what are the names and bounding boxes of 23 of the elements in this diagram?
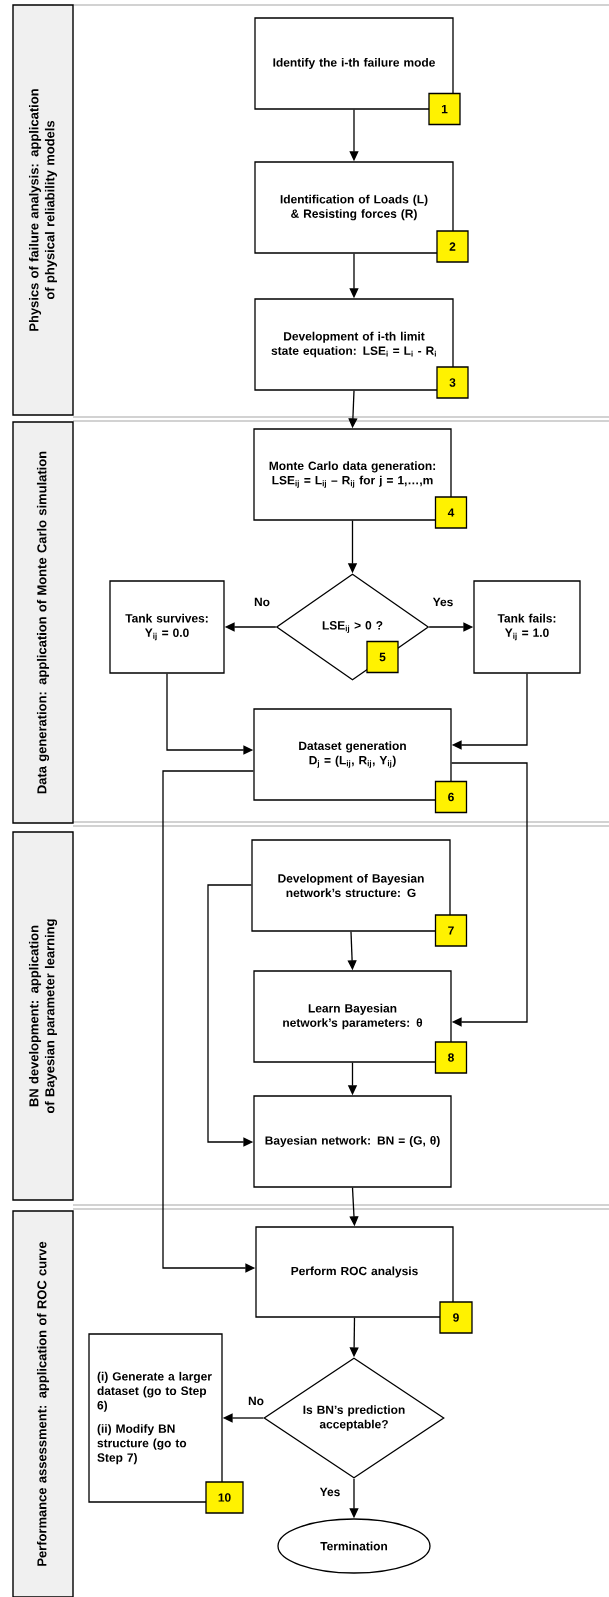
step-number-badge: 3 [436, 366, 469, 399]
process-box: Bayesian network: BN = (G, θ) [253, 1095, 452, 1188]
arrow [451, 762, 528, 1027]
step-number-badge: 8 [434, 1041, 468, 1074]
lane-heading: Performance assessment: application of ROC curve [12, 1210, 74, 1597]
lane-heading: BN development: application of Bayesian parameter learning [12, 831, 74, 1201]
step-number-badge: 10 [205, 1481, 244, 1514]
edge-label: No [247, 1395, 265, 1407]
step-number-badge: 6 [434, 780, 468, 814]
process-box: Perform ROC analysis [255, 1226, 454, 1318]
process-box: Tank fails: Y$_{ij}$ = 1.0 [473, 580, 581, 674]
step-number-badge: 9 [439, 1301, 473, 1334]
process-box: Tank survives: Y$_{ij}$ = 0.0 [109, 580, 225, 674]
step-number-badge: 7 [434, 914, 468, 947]
lane-heading: Physics of failure analysis: application of physical reliability models [12, 4, 74, 416]
step-number-badge: 1 [428, 92, 461, 126]
lane-heading: Data generation: application of Monte Carlo simulation [12, 421, 74, 824]
step-number-badge: 4 [434, 496, 468, 529]
step-number-badge: 2 [436, 230, 469, 263]
step-number-badge: 5 [366, 640, 399, 674]
edge-label: Yes [318, 1486, 342, 1498]
edge-label: No [253, 596, 271, 608]
edge-label: Yes [431, 596, 455, 608]
